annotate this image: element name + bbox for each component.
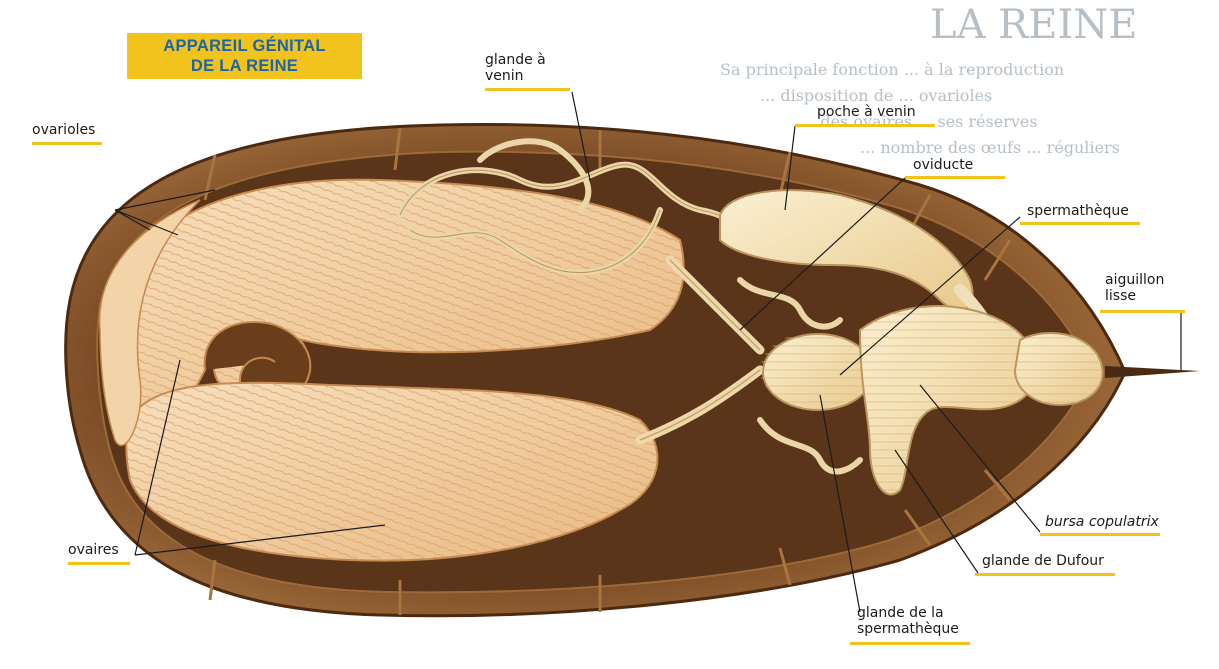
label-underline [850, 642, 970, 645]
label-aiguillon: aiguillon lisse [1105, 272, 1164, 304]
label-underline [905, 176, 1005, 179]
label-glande-spermatheque: glande de la spermathèque [857, 605, 959, 637]
stinger [1105, 366, 1200, 378]
label-underline [32, 142, 102, 145]
label-bursa-copulatrix: bursa copulatrix [1045, 514, 1159, 530]
label-underline [485, 88, 570, 91]
label-underline [1100, 310, 1185, 313]
title-line-1: APPAREIL GÉNITAL [127, 36, 362, 56]
title-line-2: DE LA REINE [127, 56, 362, 76]
label-underline [1020, 222, 1140, 225]
label-underline [1040, 533, 1160, 536]
label-underline [68, 562, 130, 565]
label-glande-venin: glande à venin [485, 52, 546, 84]
label-ovaires: ovaires [68, 542, 119, 558]
label-underline [795, 124, 935, 127]
label-oviducte: oviducte [913, 157, 973, 173]
label-ovarioles: ovarioles [32, 122, 95, 138]
diagram-title: APPAREIL GÉNITAL DE LA REINE [127, 33, 362, 79]
label-spermatheque: spermathèque [1027, 203, 1129, 219]
label-poche-venin: poche à venin [817, 104, 916, 120]
label-glande-dufour: glande de Dufour [982, 553, 1104, 569]
label-underline [975, 573, 1115, 576]
